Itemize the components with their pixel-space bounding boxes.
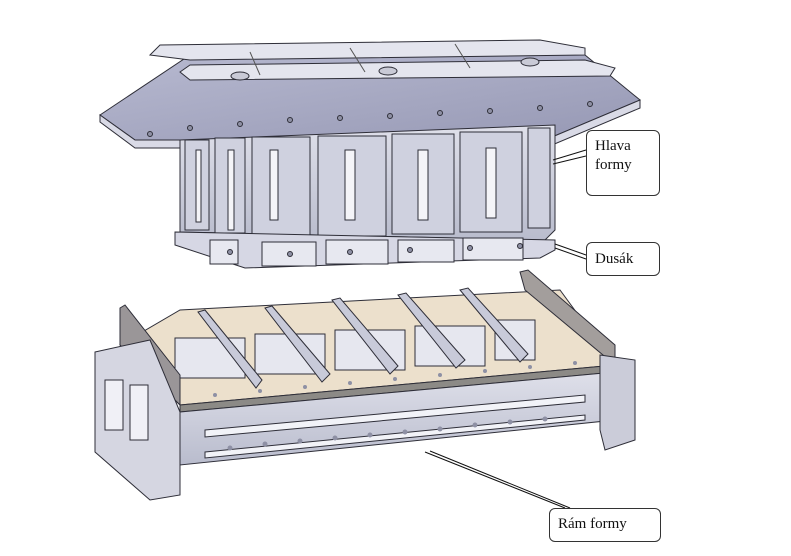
frame-slot-upper — [204, 394, 586, 438]
callout-tamper-text: Dusák — [595, 251, 634, 267]
mold-frame — [94, 269, 636, 501]
frame-end-block-right — [599, 354, 636, 451]
callout-mold-frame-text: Rám formy — [558, 516, 627, 532]
frame-window — [129, 384, 149, 441]
callout-mold-head: Hlava formy — [586, 130, 660, 196]
callout-mold-head-line1: Hlava — [595, 138, 631, 154]
leader-line-tamper — [554, 243, 587, 256]
leader-line-frame — [429, 450, 571, 509]
head-knob — [520, 57, 540, 67]
frame-end-wall-right — [519, 269, 616, 367]
head-rib-slots — [195, 147, 497, 231]
frame-window — [104, 379, 124, 431]
head-rail-back — [148, 39, 586, 61]
tamper-shoes — [209, 237, 524, 267]
leader-lines — [424, 149, 587, 509]
leader-line-frame — [424, 451, 566, 509]
callout-mold-head-line2: formy — [595, 157, 632, 173]
frame-dividers — [197, 287, 529, 389]
frame-bolts — [213, 361, 577, 451]
mold-head — [99, 39, 641, 269]
frame-slot-lower — [204, 414, 586, 459]
head-rail-front — [179, 59, 616, 81]
leader-line-tamper — [554, 247, 587, 260]
head-bolts — [147, 101, 593, 257]
head-knob — [378, 66, 398, 76]
callout-mold-frame: Rám formy — [549, 508, 661, 542]
leader-line-head — [552, 149, 587, 161]
callout-tamper: Dusák — [586, 242, 660, 276]
leader-line-head — [552, 155, 587, 165]
head-knob — [230, 71, 250, 81]
